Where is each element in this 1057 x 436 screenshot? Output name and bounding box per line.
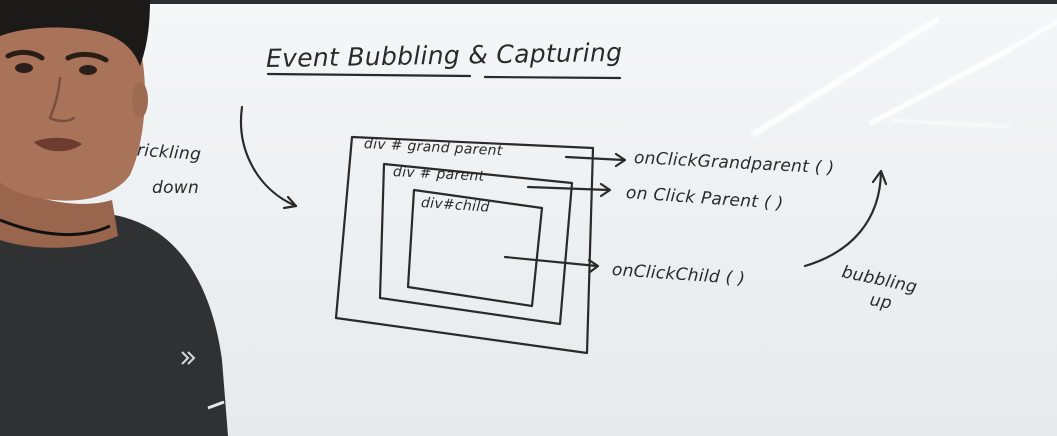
child-arrowhead	[587, 258, 600, 274]
presenter-necklace	[0, 218, 111, 236]
presenter-shirt-logo	[181, 351, 196, 365]
parent-arrowhead	[599, 182, 612, 198]
parent-box	[378, 162, 574, 326]
parent-arrow	[526, 185, 611, 192]
presenter-ear	[132, 82, 148, 118]
presenter-face	[0, 11, 145, 201]
up-label: up	[868, 290, 894, 314]
presenter-shirt	[0, 212, 228, 436]
bubbling-up-arrowhead	[871, 169, 888, 186]
presenter-nose	[48, 76, 76, 123]
presenter-eye	[15, 63, 33, 73]
presenter-eyebrow	[5, 49, 45, 61]
presenter-hair	[0, 0, 150, 66]
title-underline	[483, 75, 622, 80]
window-top-bar	[0, 0, 1057, 4]
presenter	[0, 0, 228, 436]
title-underline	[266, 72, 472, 78]
grandparent-arrowhead	[614, 152, 627, 168]
grandparent-box	[334, 135, 595, 355]
presenter-eye	[79, 65, 97, 75]
down-label: down	[152, 178, 200, 198]
presenter-eyebrow	[65, 51, 109, 63]
trickling-down-arrowhead	[282, 195, 298, 210]
bubbling-up-arrow	[803, 170, 883, 268]
trickling-down-arrow	[239, 105, 298, 208]
child-arrow	[503, 255, 599, 268]
grandparent-arrow	[564, 155, 626, 162]
presenter-mouth	[34, 137, 82, 152]
child-box	[406, 188, 544, 308]
presenter-sleeve-stripe	[207, 400, 225, 410]
